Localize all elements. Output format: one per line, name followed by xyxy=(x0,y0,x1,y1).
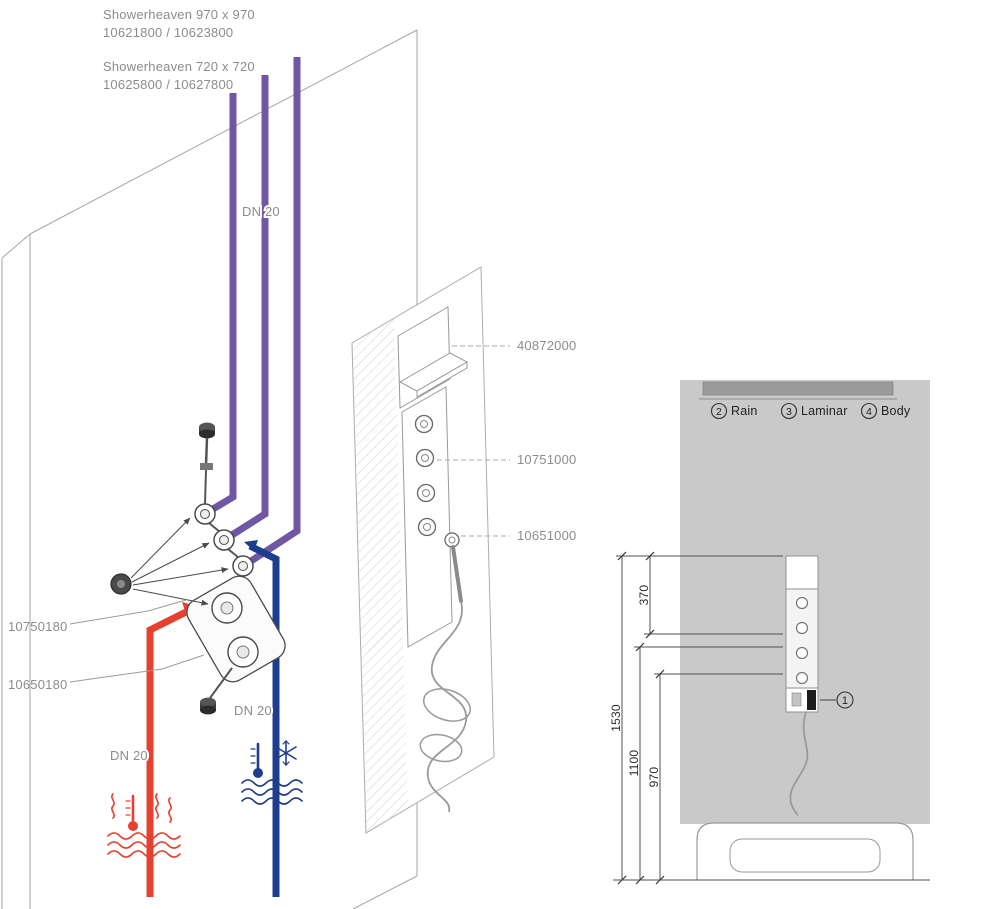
valve-stem xyxy=(204,437,209,466)
panel-part-leaders xyxy=(437,345,510,537)
shutoff-valve-knobs xyxy=(194,503,254,577)
marker-1: 1 xyxy=(820,691,854,709)
marker-1-icon xyxy=(836,691,854,709)
dn20-supply-label: DN 20 xyxy=(242,204,280,219)
thermometer-hot-icon xyxy=(125,794,138,831)
stem-link xyxy=(204,469,207,505)
ceiling-unit-bar xyxy=(702,381,894,396)
dim-text-370: 370 xyxy=(637,585,651,606)
dim-text-1530: 1530 xyxy=(609,704,623,732)
thermostat-unit xyxy=(186,575,286,683)
legend-label-laminar: Laminar xyxy=(801,404,848,418)
snowflake-icon xyxy=(275,740,297,766)
valve-assembly xyxy=(110,422,286,715)
part-label-basic-set-upper: 10750180 xyxy=(8,619,67,634)
product-2-name: Showerheaven 720 x 720 xyxy=(103,59,255,74)
detached-handle-knob xyxy=(110,573,132,595)
legend-label-rain: Rain xyxy=(731,404,758,418)
legend-num-3: 3 xyxy=(786,406,792,418)
part-label-thermostat-module: 10751000 xyxy=(517,452,576,467)
handshower-unit xyxy=(419,532,472,813)
handle-position-arrows xyxy=(130,517,229,606)
supply-pipe-3 xyxy=(249,57,301,564)
hose-loop-1 xyxy=(422,688,472,722)
shelf-module xyxy=(397,306,469,409)
elevation-view: 2 Rain 3 Laminar 4 Body xyxy=(609,380,930,885)
handshower-head xyxy=(444,532,460,548)
product-2-codes: 10625800 / 10627800 xyxy=(103,77,233,92)
cold-pipe-group xyxy=(244,540,280,897)
bottom-cap xyxy=(200,697,216,715)
part-label-basic-set-lower: 10650180 xyxy=(8,677,67,692)
shower-panel-isometric xyxy=(351,266,510,834)
hot-water-symbol xyxy=(107,793,181,858)
shower-panel-front xyxy=(785,555,819,816)
panel-top-module xyxy=(785,555,819,590)
water-waves-hot-icon xyxy=(107,832,181,858)
legend-num-2: 2 xyxy=(716,406,722,418)
water-waves-cold-icon xyxy=(241,779,303,805)
thermostat-column xyxy=(401,386,453,648)
hose-front xyxy=(789,711,809,816)
bathtub xyxy=(696,822,914,880)
product-1-name: Showerheaven 970 x 970 xyxy=(103,7,255,22)
cold-water-symbol xyxy=(241,740,303,805)
top-cap xyxy=(199,422,215,439)
part-label-shelf: 40872000 xyxy=(517,338,576,353)
thermometer-cold-icon xyxy=(250,742,263,778)
hot-pipe xyxy=(146,607,190,897)
steam-waves-icon xyxy=(111,793,172,823)
body-jets xyxy=(795,596,809,685)
part-label-handshower-module: 10651000 xyxy=(517,528,576,543)
dn20-cold-label: DN 20 xyxy=(234,703,272,718)
product-1-codes: 10621800 / 10623800 xyxy=(103,25,233,40)
bottom-stem xyxy=(209,667,233,699)
hose-loop-2 xyxy=(419,733,463,763)
legend-num-3-icon xyxy=(780,402,798,420)
legend-num-4: 4 xyxy=(866,406,872,418)
handshower-front xyxy=(807,690,816,710)
dim-text-1100: 1100 xyxy=(627,750,641,777)
handshower-hose xyxy=(427,600,467,813)
dim-text-970: 970 xyxy=(647,767,661,788)
leader-basic-set-lower xyxy=(69,654,205,683)
handshower-wand xyxy=(451,545,463,603)
legend-item-body: 4 Body xyxy=(860,402,911,420)
stem-nut xyxy=(200,463,213,470)
spray-legend: 2 Rain 3 Laminar 4 Body xyxy=(710,402,911,420)
panel-hatch-band xyxy=(352,318,408,833)
supply-pipe-1 xyxy=(211,93,237,513)
cold-pipe xyxy=(248,542,280,897)
dn20-hot-label: DN 20 xyxy=(110,748,148,763)
legend-num-4-icon xyxy=(860,402,878,420)
outlet-inset xyxy=(791,692,802,707)
marker-1-num: 1 xyxy=(842,695,848,707)
supply-pipe-2 xyxy=(230,75,269,538)
supply-pipes xyxy=(211,57,301,564)
legend-label-body: Body xyxy=(881,404,911,418)
legend-item-laminar: 3 Laminar xyxy=(780,402,848,420)
legend-num-2-icon xyxy=(710,402,728,420)
leader-basic-set-upper xyxy=(69,599,187,625)
cold-flow-arrow-icon xyxy=(244,540,258,551)
legend-item-rain: 2 Rain xyxy=(710,402,758,420)
